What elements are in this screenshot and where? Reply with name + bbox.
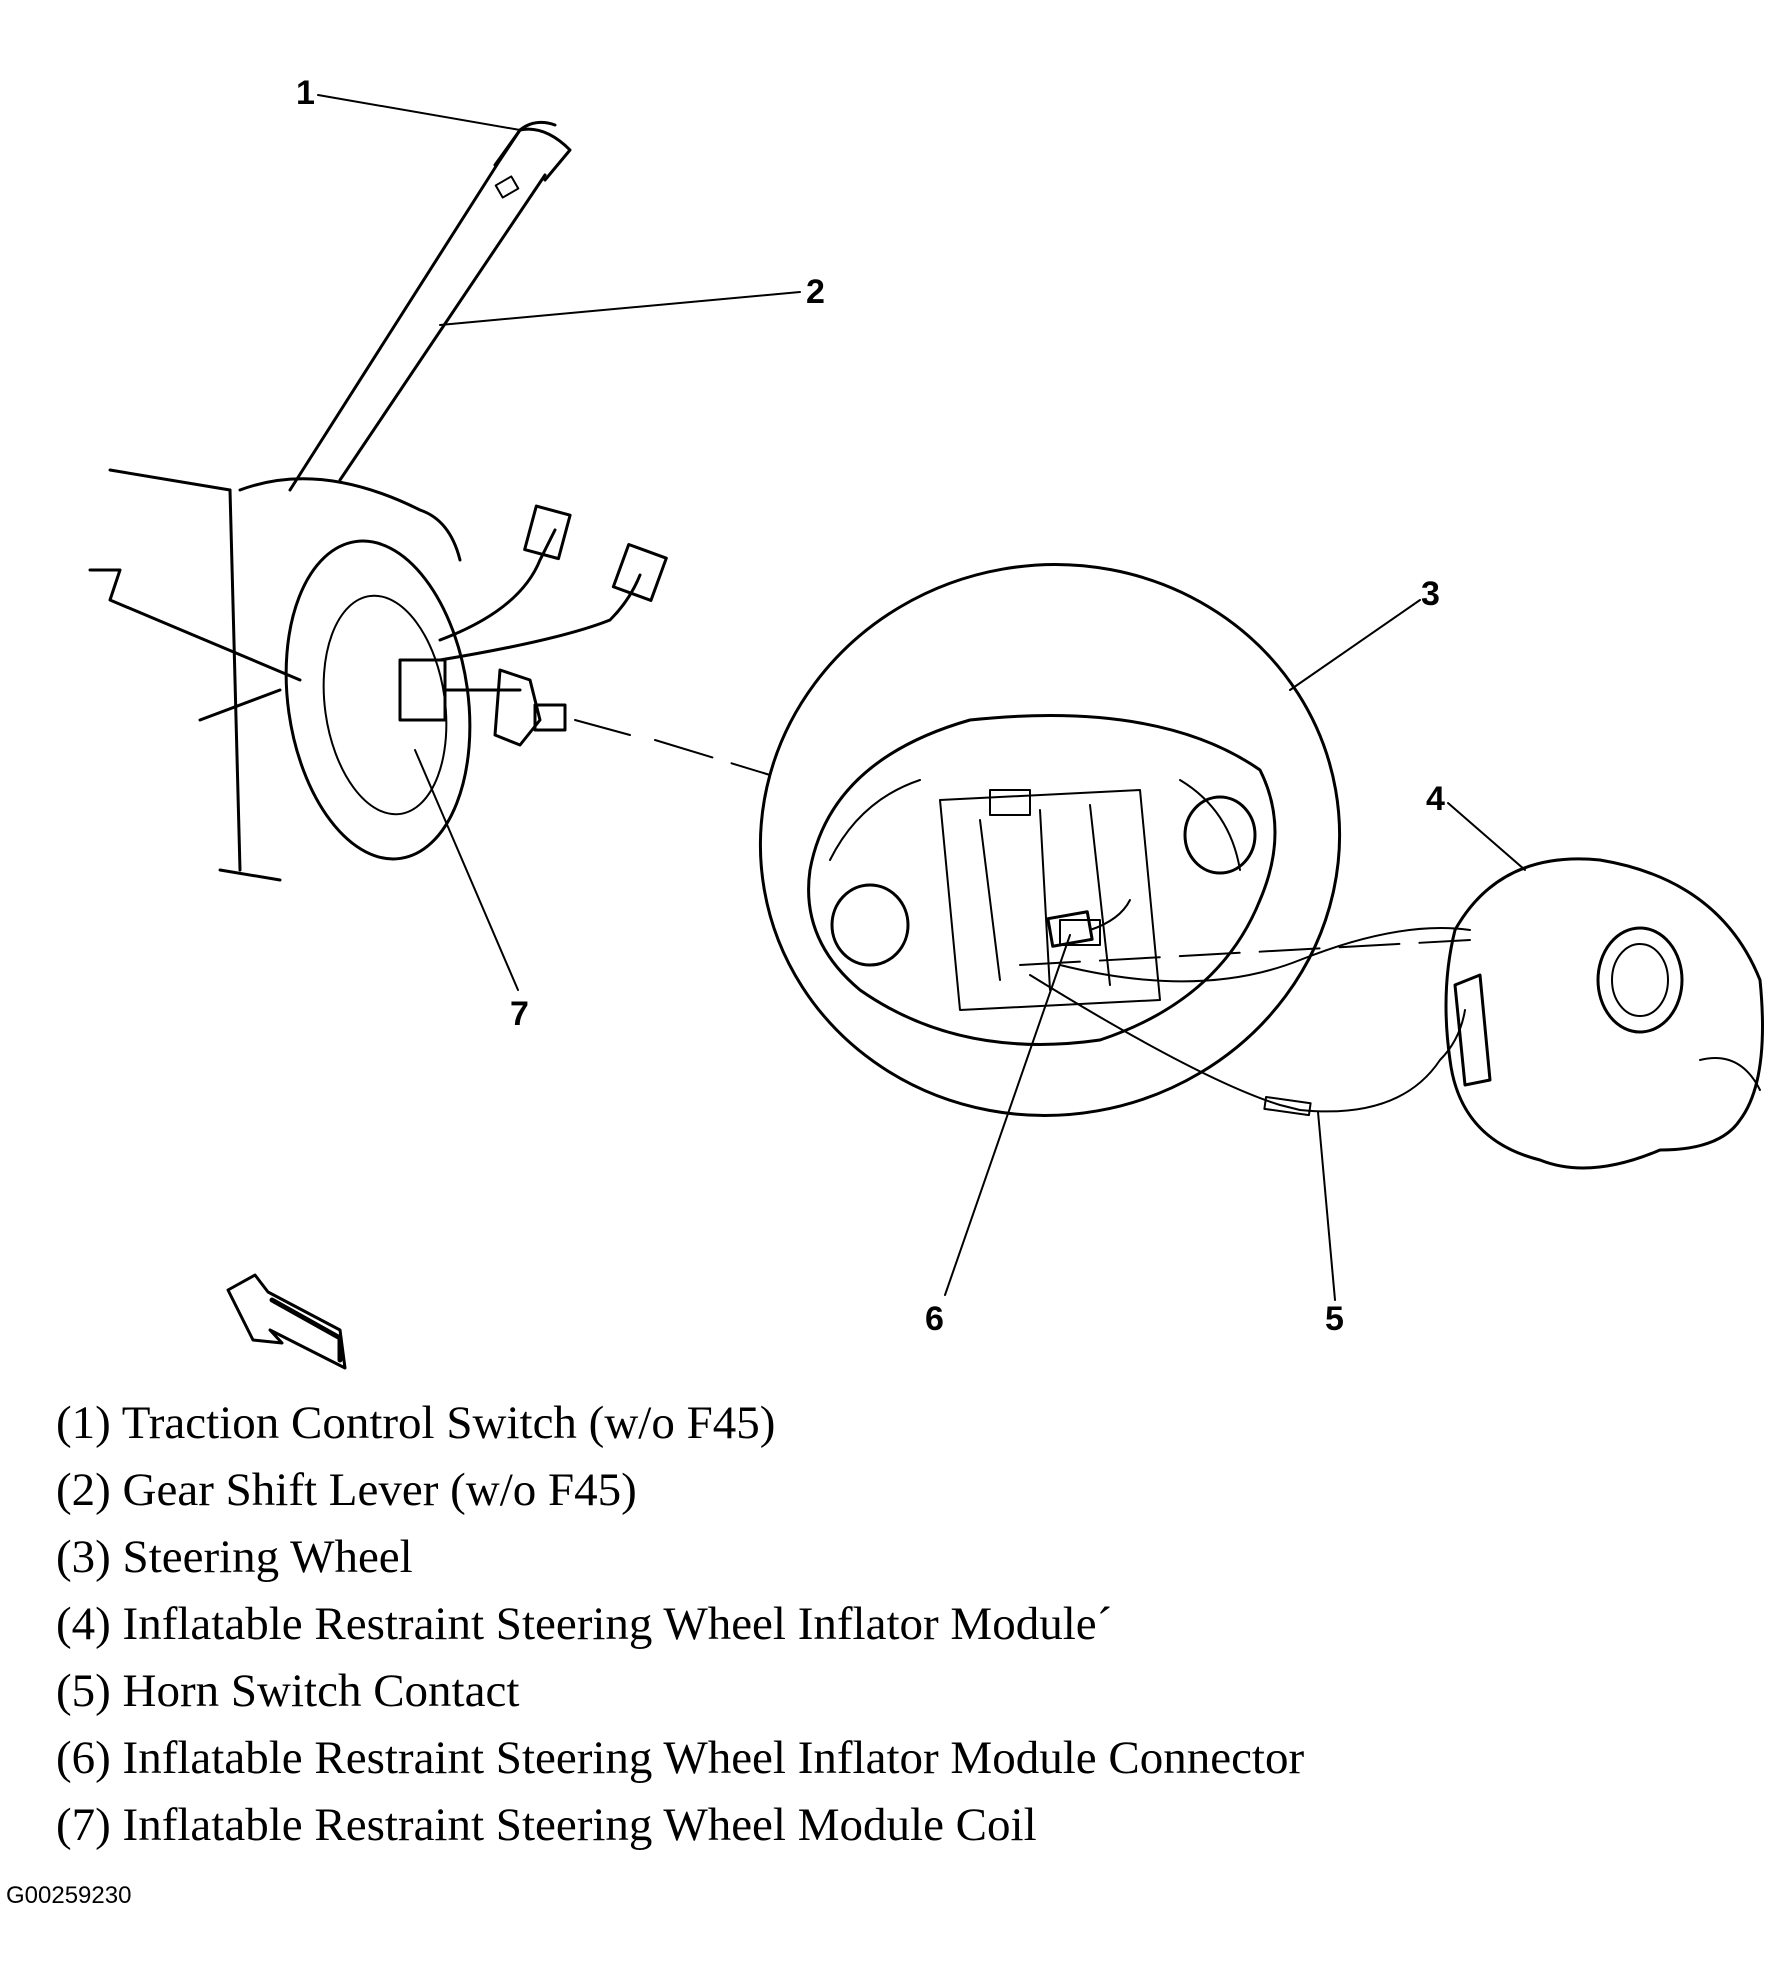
callout-1: 1 — [296, 74, 315, 112]
exploded-diagram: 1 2 3 4 5 6 7 — [88, 74, 1764, 1370]
callouts: 1 2 3 4 5 6 7 — [296, 74, 1445, 1338]
callout-5: 5 — [1325, 1300, 1344, 1338]
legend-item-2: (2) Gear Shift Lever (w/o F45) — [56, 1464, 637, 1516]
legend-item-6: (6) Inflatable Restraint Steering Wheel … — [56, 1732, 1305, 1784]
arrow-icon — [226, 1273, 347, 1370]
figure-id: G00259230 — [6, 1882, 132, 1909]
legend-item-7: (7) Inflatable Restraint Steering Wheel … — [56, 1799, 1037, 1851]
horn-switch-contact — [1029, 927, 1471, 1117]
assembly-axis — [574, 719, 1471, 966]
module-coil — [398, 504, 668, 747]
inflator-module — [1444, 857, 1764, 1170]
legend-item-4: (4) Inflatable Restraint Steering Wheel … — [56, 1598, 1113, 1650]
legend-item-3: (3) Steering Wheel — [56, 1531, 413, 1583]
steering-column — [88, 468, 472, 882]
callout-6: 6 — [925, 1300, 944, 1338]
callout-4: 4 — [1426, 780, 1445, 818]
callout-3: 3 — [1421, 575, 1440, 613]
legend-item-5: (5) Horn Switch Contact — [56, 1665, 520, 1717]
gear-shift-lever — [288, 127, 572, 492]
legend-item-1: (1) Traction Control Switch (w/o F45) — [56, 1397, 776, 1449]
leader-lines — [317, 94, 1526, 1301]
callout-2: 2 — [806, 273, 825, 311]
steering-wheel — [758, 563, 1342, 1117]
legend: (1) Traction Control Switch (w/o F45) (2… — [56, 1390, 1756, 1859]
callout-7: 7 — [510, 995, 529, 1033]
module-connector — [1046, 899, 1131, 948]
traction-control-switch — [518, 120, 557, 132]
